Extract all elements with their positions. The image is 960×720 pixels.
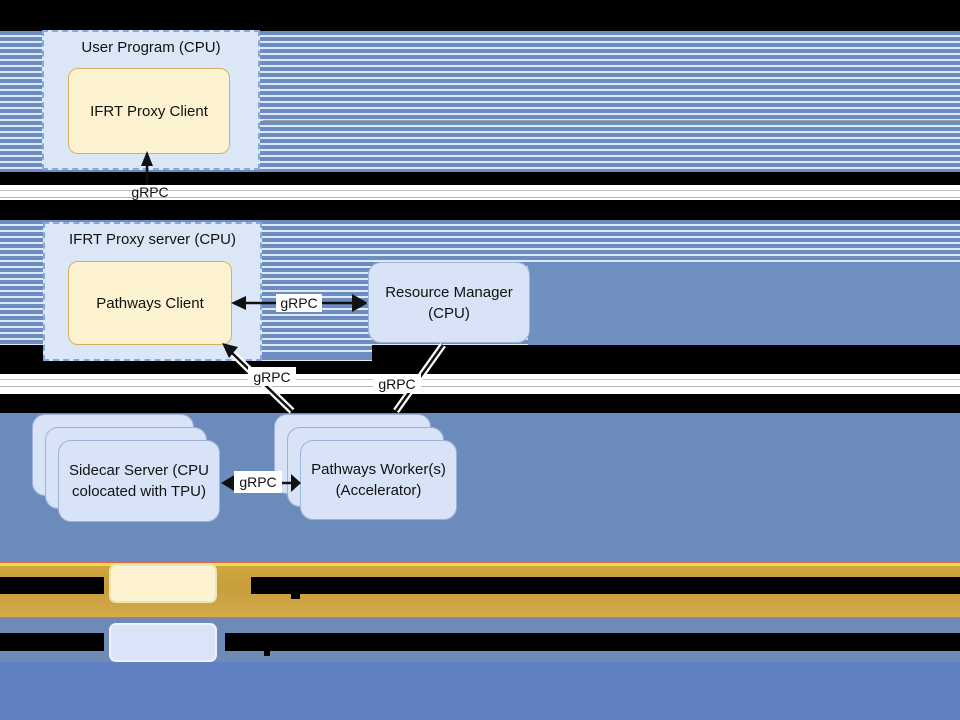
legend-row1-redaction-descender [291, 593, 300, 599]
pathways-client-label: Pathways Client [96, 294, 204, 312]
grpc-label-diag-left: gRPC [248, 367, 296, 386]
grpc-label-text: gRPC [131, 183, 169, 200]
thin-rule [0, 197, 960, 198]
white-gap-1 [0, 185, 960, 200]
purple-divider-line [0, 617, 960, 619]
footer-band [0, 662, 960, 720]
divider-rule [263, 120, 960, 122]
pathways-client-box: Pathways Client [68, 261, 232, 345]
thin-rule [0, 190, 960, 191]
pathways-workers-box: Pathways Worker(s) (Accelerator) [300, 440, 457, 520]
resource-manager-line2: (CPU) [428, 304, 470, 322]
grpc-label-diag-right: gRPC [373, 374, 421, 393]
legend-row1-redaction-right [251, 577, 960, 594]
resource-manager-box: Resource Manager (CPU) [368, 262, 530, 343]
sidecar-server-line2: colocated with TPU) [72, 483, 206, 500]
grpc-label-text: gRPC [239, 474, 277, 490]
redaction-band-3 [0, 200, 960, 220]
redaction-band-5 [0, 394, 960, 413]
solid-blue-block [528, 264, 960, 345]
grpc-label-text: gRPC [280, 295, 318, 311]
legend-swatch-yellow [109, 564, 217, 603]
grpc-label-top: gRPC [124, 183, 176, 200]
white-gap-2 [0, 374, 960, 394]
striped-patch [262, 345, 372, 361]
thin-rule [0, 379, 960, 380]
pathways-workers-line1: Pathways Worker(s) [311, 461, 446, 478]
ifrt-proxy-client-label: IFRT Proxy Client [90, 102, 208, 120]
legend-row2-redaction-descender [264, 650, 270, 656]
sidecar-server-box: Sidecar Server (CPU colocated with TPU) [58, 440, 220, 522]
legend-row1-redaction-left [0, 577, 104, 594]
grpc-label-text: gRPC [253, 368, 291, 385]
grpc-label-bottom: gRPC [234, 471, 282, 493]
gold-band-red-line [0, 561, 960, 563]
ifrt-proxy-client-box: IFRT Proxy Client [68, 68, 230, 154]
ifrt-proxy-server-title: IFRT Proxy server (CPU) [69, 231, 236, 248]
grpc-label-mid: gRPC [276, 294, 322, 312]
grpc-label-text: gRPC [378, 375, 416, 392]
sidecar-server-line1: Sidecar Server (CPU [68, 462, 210, 479]
redaction-band-2 [0, 172, 960, 185]
resource-manager-line1: Resource Manager [385, 283, 513, 301]
legend-swatch-blue [109, 623, 217, 662]
legend-row2-redaction-right [225, 633, 960, 651]
legend-row2-redaction-left [0, 633, 104, 651]
thin-rule [0, 386, 960, 387]
pathways-workers-line2: (Accelerator) [335, 482, 422, 499]
gold-band-yellow-line [0, 563, 960, 566]
user-program-title: User Program (CPU) [81, 39, 221, 56]
redaction-band-top [0, 0, 960, 31]
